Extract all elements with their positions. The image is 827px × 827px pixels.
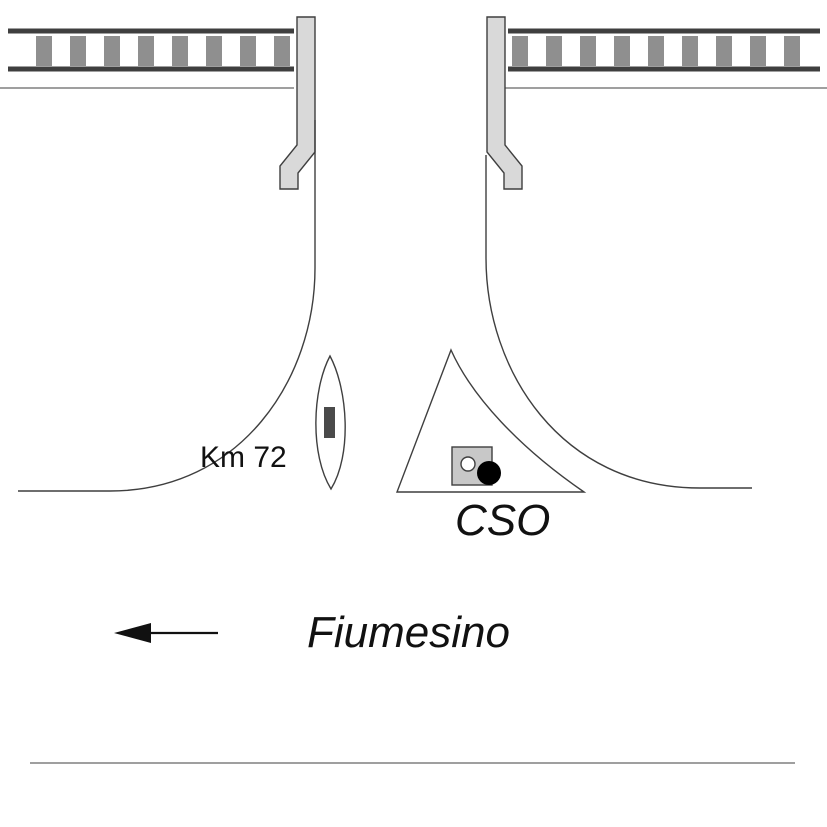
direction-arrow [114,623,218,643]
road-edge-left [18,120,316,492]
cso-label: CSO [455,496,550,545]
signal-lamp-icon [460,456,476,472]
crossing-gate-post-right [486,16,523,190]
km-marker-label: Km 72 [200,441,287,474]
signal-light-icon [477,461,501,485]
traffic-island-triangle [395,348,587,493]
left-arrow-icon [114,623,151,643]
crossing-gate-post-left [279,16,316,190]
railway-ties-right-icon [512,36,808,66]
railway-ties-left-icon [20,36,290,66]
railway-track-right [488,28,827,89]
railway-track-left [0,28,294,89]
road-edge-right [485,155,752,489]
km-post-marker-icon [324,407,335,438]
direction-label: Fiumesino [307,608,510,657]
